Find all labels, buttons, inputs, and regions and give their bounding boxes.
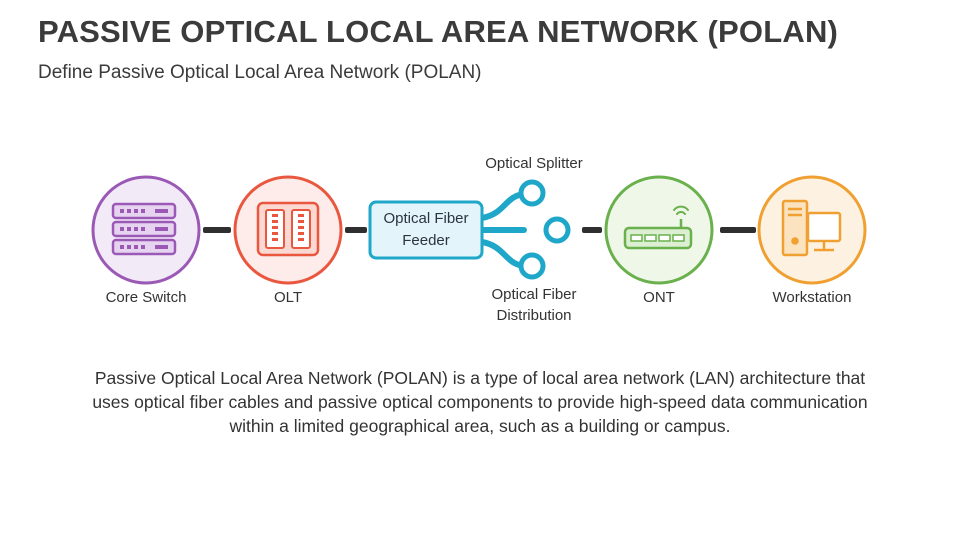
- optical-splitter: [479, 191, 527, 269]
- feeder-label: Optical Fiber Feeder: [370, 208, 482, 252]
- splitter-endpoints: [518, 179, 571, 280]
- description-text: Passive Optical Local Area Network (POLA…: [92, 368, 868, 436]
- splitter-label: Optical Splitter: [485, 155, 583, 172]
- server-rack-icon: [111, 202, 177, 256]
- slide-title: PASSIVE OPTICAL LOCAL AREA NETWORK (POLA…: [38, 14, 839, 49]
- feeder-label-line2: Feeder: [402, 232, 450, 249]
- router-wifi-icon: [623, 205, 693, 250]
- connector-splitter-ont: [582, 227, 602, 233]
- core-switch-node: [91, 175, 201, 285]
- splitter-endpoint-middle: [543, 216, 571, 244]
- distribution-label-line2: Distribution: [496, 307, 572, 324]
- feeder-label-line1: Optical Fiber: [383, 210, 469, 227]
- olt-panel-icon: [256, 201, 320, 257]
- ont-label: ONT: [643, 289, 675, 306]
- desktop-computer-icon: [781, 199, 842, 257]
- workstation-node: [757, 175, 867, 285]
- olt-label: OLT: [273, 289, 303, 306]
- olt-node: [233, 175, 343, 285]
- splitter-endpoint-bottom: [518, 252, 546, 280]
- core-switch-label: Core Switch: [105, 289, 187, 306]
- workstation-label: Workstation: [772, 289, 852, 306]
- distribution-label: Optical Fiber Distribution: [470, 284, 598, 326]
- connector-olt-feeder: [345, 227, 367, 233]
- feeder-box: [368, 200, 484, 260]
- connector-ont-workstation: [720, 227, 756, 233]
- slide-subtitle: Define Passive Optical Local Area Networ…: [38, 62, 482, 83]
- connector-core-olt: [203, 227, 231, 233]
- splitter-endpoint-top: [518, 179, 546, 207]
- distribution-label-line1: Optical Fiber: [491, 286, 577, 303]
- ont-node: [604, 175, 714, 285]
